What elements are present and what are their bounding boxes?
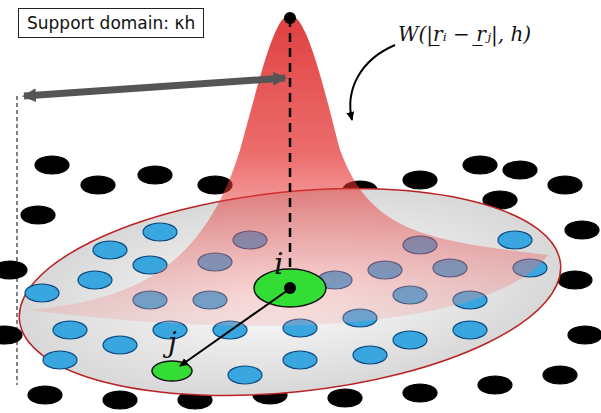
particle: [35, 156, 69, 174]
particle-i: [254, 269, 326, 307]
particle: [328, 389, 362, 407]
label-box: Support domain: κh: [18, 8, 204, 38]
support-arrow: [24, 78, 285, 96]
particle: [283, 351, 317, 369]
particle: [228, 366, 262, 384]
particle: [453, 321, 487, 339]
particle: [568, 326, 601, 344]
particle: [81, 176, 115, 194]
particle: [21, 206, 55, 224]
particle: [93, 241, 127, 259]
particle: [558, 271, 592, 289]
particle: [478, 376, 512, 394]
particle: [393, 331, 427, 349]
particle: [565, 221, 599, 239]
particle: [103, 336, 137, 354]
support-edge: [17, 96, 18, 385]
particle: [53, 321, 87, 339]
box-text: Support domain: κh: [27, 13, 195, 33]
distance-vector: [180, 290, 288, 366]
particle: [503, 161, 537, 179]
particle-label: i: [274, 246, 284, 281]
particle: [0, 261, 27, 279]
peak-dot: [284, 12, 296, 24]
particle: [0, 326, 22, 344]
particle: [143, 223, 177, 241]
particle-label: j: [168, 326, 177, 359]
particle: [403, 171, 437, 189]
particle: [353, 346, 387, 364]
particle: [103, 391, 137, 409]
particle: [548, 176, 582, 194]
particle: [28, 386, 62, 404]
particle: [138, 166, 172, 184]
particle: [78, 271, 112, 289]
particle: [43, 351, 77, 369]
particle: [498, 231, 532, 249]
center-axis: [289, 18, 292, 285]
kernel-leader: [350, 45, 395, 120]
particle-j: [152, 361, 192, 381]
kernel-bell: [30, 15, 548, 326]
particle: [463, 156, 497, 174]
particle: [25, 284, 59, 302]
particle: [543, 366, 577, 384]
particle: [403, 384, 437, 402]
kernel-function: W(|r̲ᵢ − r̲ⱼ|, h): [398, 22, 531, 46]
